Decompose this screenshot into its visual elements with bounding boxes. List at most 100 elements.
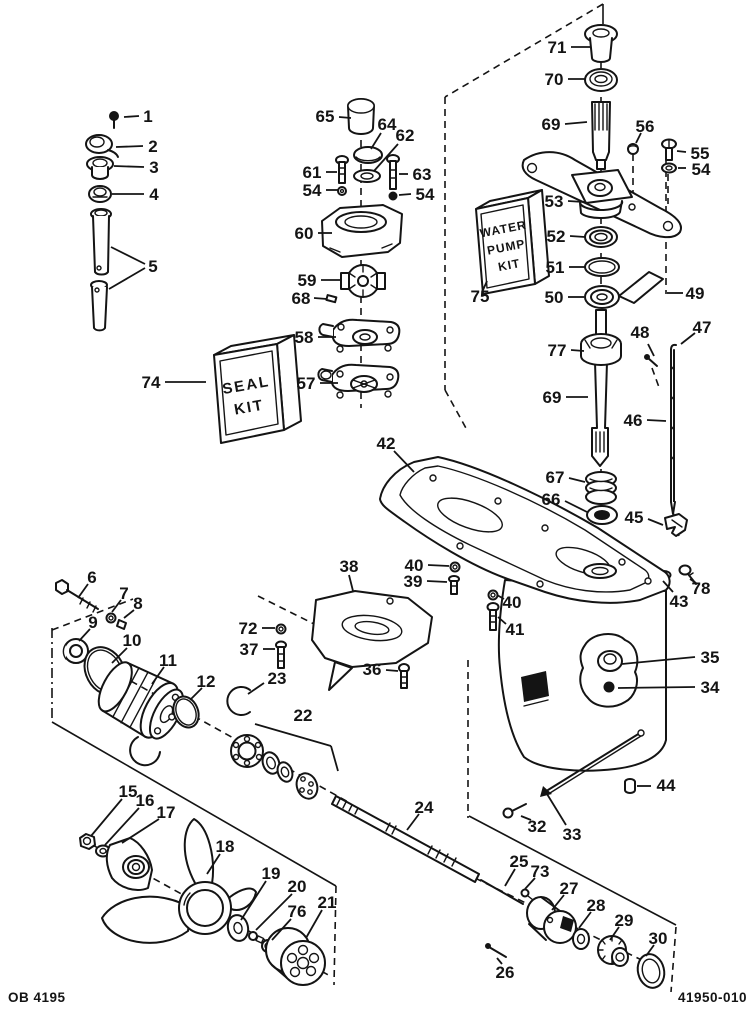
callout-number-7: 7: [119, 584, 128, 603]
part-bolt-37: [275, 640, 287, 669]
callout-30: 30: [645, 929, 667, 957]
callout-leader-line: [110, 246, 146, 265]
callout-number-51: 51: [546, 258, 565, 277]
construction-line: [651, 367, 661, 391]
part-gasket-49: [618, 271, 664, 304]
footer-code-right: 41950-010: [678, 990, 747, 1005]
part-screw-1: [109, 111, 119, 129]
callout-36: 36: [363, 660, 399, 679]
part-seal-50: [584, 285, 620, 309]
callout-15: 15: [90, 782, 138, 837]
construction-line: [444, 389, 468, 431]
part-clamp-2: [85, 134, 119, 158]
callout-leader-line: [609, 926, 620, 941]
callout-leader-line: [111, 599, 122, 613]
callout-46: 46: [624, 411, 667, 430]
callout-45: 45: [625, 508, 664, 527]
callout-leader-line: [240, 880, 267, 921]
callout-number-11: 11: [159, 651, 177, 670]
part-drive-hub-21: [265, 927, 326, 986]
callout-number-15: 15: [119, 782, 138, 801]
callout-leader-line: [646, 419, 667, 422]
callout-leader-line: [662, 580, 674, 593]
callout-17: 17: [121, 803, 175, 844]
callout-67: 67: [546, 468, 586, 487]
part-seal-70: [584, 68, 618, 92]
part-grommet-3: [86, 156, 114, 180]
callout-leader-line: [568, 477, 586, 483]
callout-53: 53: [545, 192, 585, 211]
callout-33: 33: [546, 793, 582, 844]
callout-60: 60: [295, 224, 332, 243]
callout-leader-line: [189, 687, 203, 701]
part-bearing-9: [62, 638, 89, 664]
part-bolt-36: [398, 663, 410, 689]
part-seal-kit-box-74: SEAL KIT: [213, 334, 302, 444]
callout-54: 54: [398, 185, 435, 204]
callout-number-54: 54: [303, 181, 322, 200]
callout-number-63: 63: [413, 165, 432, 184]
callout-leader-line: [121, 818, 160, 844]
callout-9: 9: [78, 613, 98, 642]
callout-27: 27: [551, 879, 578, 911]
callout-34: 34: [617, 678, 720, 697]
callout-leader-line: [305, 909, 323, 939]
callout-number-20: 20: [288, 877, 307, 896]
part-pump-housing-60: [321, 204, 403, 258]
callout-number-33: 33: [563, 825, 582, 844]
callout-44: 44: [637, 776, 676, 795]
callout-6: 6: [77, 568, 97, 599]
callout-number-18: 18: [216, 837, 235, 856]
callout-50: 50: [545, 288, 584, 307]
callout-number-44: 44: [657, 776, 676, 795]
part-propeller-18: [101, 818, 257, 944]
callout-5: 5: [108, 246, 158, 290]
callout-number-62: 62: [396, 126, 415, 145]
callout-number-57: 57: [297, 374, 316, 393]
callout-12: 12: [189, 672, 215, 701]
callout-69: 69: [542, 115, 588, 134]
callout-leader-line: [398, 193, 412, 196]
callout-49: 49: [667, 284, 704, 303]
callout-leader-line: [373, 143, 399, 172]
part-plug-44: [624, 778, 636, 794]
part-link-rod-33: [540, 729, 645, 797]
callout-number-69: 69: [542, 115, 561, 134]
part-clip-73: [520, 888, 534, 901]
callout-number-54: 54: [692, 160, 711, 179]
callout-11: 11: [151, 651, 177, 685]
callout-73: 73: [524, 862, 549, 890]
callout-number-38: 38: [340, 557, 359, 576]
callout-leader-line: [313, 297, 328, 300]
callout-42: 42: [377, 434, 415, 473]
callout-leader-line: [255, 893, 293, 931]
callout-leader-line: [497, 616, 507, 625]
part-driveshaft-69b: [591, 309, 609, 467]
callout-number-8: 8: [133, 594, 142, 613]
callout-43: 43: [662, 580, 689, 611]
callout-69: 69: [543, 388, 588, 407]
part-spacer-20: [248, 931, 265, 944]
callout-24: 24: [406, 798, 434, 831]
callout-25: 25: [504, 852, 528, 887]
callout-leader-line: [370, 132, 382, 150]
callout-number-4: 4: [149, 185, 159, 204]
callout-74: 74: [142, 373, 206, 392]
footer-code-left: OB 4195: [8, 990, 66, 1005]
callout-48: 48: [631, 323, 655, 357]
callout-75: 75: [471, 280, 489, 306]
callout-leader-line: [564, 500, 588, 513]
callout-leader-line: [564, 121, 588, 125]
callout-leader-line: [247, 682, 265, 695]
part-gearcase-body-42: [379, 456, 671, 772]
part-washer-54a: [337, 186, 347, 196]
callout-54: 54: [678, 160, 711, 179]
part-impeller-59: [340, 264, 386, 298]
part-anode-35-34: [579, 633, 639, 708]
callout-54: 54: [303, 181, 338, 200]
callout-number-43: 43: [670, 592, 689, 611]
callout-leader-line: [680, 332, 696, 345]
callout-number-40: 40: [503, 593, 522, 612]
callout-number-76: 76: [288, 902, 307, 921]
